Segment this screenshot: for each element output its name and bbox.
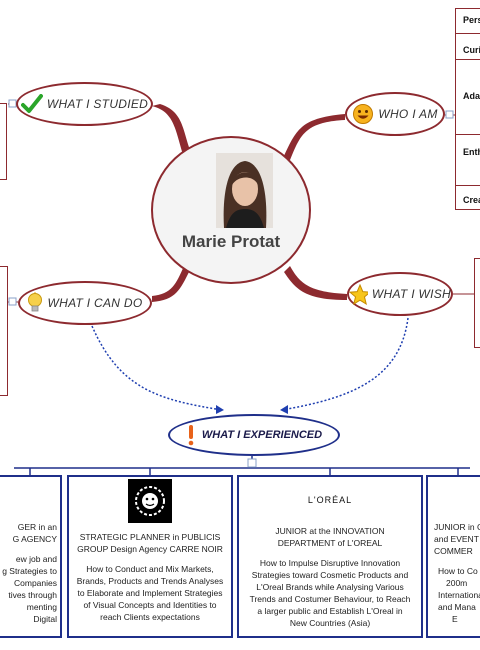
card-description: How to Impulse Disruptive Innovation Str…: [249, 558, 411, 628]
experience-card-3[interactable]: L'ORÉAL JUNIOR at the INNOVATION DEPARTM…: [237, 475, 423, 638]
card-title: JUNIOR at the INNOVATION DEPARTMENT of L…: [275, 526, 385, 548]
arrowhead-right: [280, 405, 288, 414]
collapse-toggle-experience: [247, 458, 257, 468]
card-description: How to Conduct and Mix Markets, Brands, …: [76, 564, 224, 622]
node-what-i-studied[interactable]: WHAT I STUDIED: [16, 82, 153, 126]
node-what-i-experienced[interactable]: WHAT I EXPERIENCED: [168, 414, 340, 456]
who-item-2: Curi: [463, 45, 480, 55]
card-title: JUNIOR in C and EVENT COMMER: [434, 522, 480, 556]
node-who-i-am[interactable]: WHO I AM: [345, 92, 445, 136]
collapse-toggle-who: [445, 110, 454, 119]
who-item-1: Pers: [463, 15, 480, 25]
cando-detail-box[interactable]: [0, 266, 8, 396]
studied-detail-box[interactable]: [0, 103, 7, 180]
exclamation-icon: [188, 425, 194, 446]
who-item-3: Ada: [463, 91, 480, 101]
node-label: WHAT I EXPERIENCED: [201, 429, 323, 441]
checkmark-icon: [20, 94, 43, 113]
who-item-5: Crea: [463, 195, 480, 205]
experience-card-4[interactable]: JUNIOR in C and EVENT COMMER How to Co 2…: [426, 475, 480, 638]
collapse-toggle-cando: [8, 297, 17, 306]
experience-card-1[interactable]: GER in an G AGENCY ew job and g Strategi…: [0, 475, 62, 638]
smiley-icon: [353, 104, 374, 124]
arrowhead-left: [216, 405, 224, 414]
central-node[interactable]: Marie Protat: [151, 136, 311, 284]
node-what-i-wish[interactable]: WHAT I WISH: [347, 272, 453, 316]
lightbulb-icon: [28, 292, 43, 312]
branch-who-connector: [283, 114, 345, 160]
node-label: WHAT I STUDIED: [46, 97, 149, 111]
wish-detail-box[interactable]: [474, 258, 480, 348]
collapse-toggle-studied: [8, 99, 17, 108]
node-label: WHAT I WISH: [371, 287, 451, 301]
star-icon: [349, 283, 368, 305]
branch-studied-connector: [152, 104, 192, 158]
wish-to-experienced-arrow: [281, 317, 409, 411]
card-description: ew job and g Strategies to Companies tiv…: [2, 554, 57, 624]
who-item-4: Enth: [463, 147, 480, 157]
experience-card-2[interactable]: STRATEGIC PLANNER in PUBLICIS GROUP Desi…: [67, 475, 233, 638]
who-detail-box[interactable]: Pers Curi Ada Enth Crea: [455, 8, 480, 210]
card-description: How to Co 200m Internationa and Mana E: [438, 566, 480, 624]
person-name: Marie Protat: [181, 232, 281, 251]
branch-wish-connector: [284, 266, 347, 300]
node-label: WHO I AM: [378, 107, 438, 121]
node-what-i-can-do[interactable]: WHAT I CAN DO: [18, 281, 152, 325]
publicis-lion-logo: [128, 479, 172, 523]
cando-to-experienced-arrow: [91, 325, 223, 411]
card-title: GER in an G AGENCY: [12, 522, 57, 544]
card-title: STRATEGIC PLANNER in PUBLICIS GROUP Desi…: [77, 532, 223, 554]
node-label: WHAT I CAN DO: [47, 296, 143, 310]
loreal-logo: L'ORÉAL: [307, 495, 353, 505]
profile-photo: [216, 153, 273, 228]
branch-cando-connector: [152, 266, 190, 302]
